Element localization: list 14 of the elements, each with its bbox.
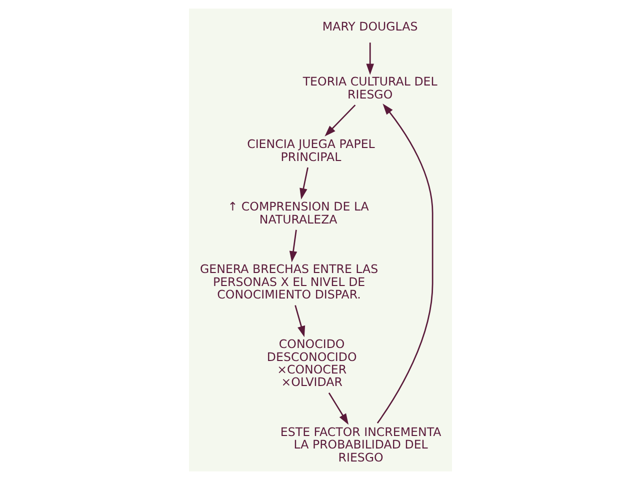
node-text: CIENCIA JUEGA PAPEL PRINCIPAL — [246, 137, 374, 164]
node-text: MARY DOUGLAS — [322, 19, 418, 34]
node-text: CONOCIDO DESCONOCIDO ×CONOCER ×OLVIDAR — [266, 337, 356, 390]
node-text: GENERA BRECHAS ENTRE LAS PERSONAS X EL NIVEL DE CONOCIMIENTO DISPAR. — [200, 262, 378, 302]
arrow — [299, 167, 308, 200]
arrow — [328, 392, 348, 425]
node-text: ↑ COMPRENSION DE LA NATURALEZA — [227, 200, 368, 226]
node-text: TEORIA CULTURAL DEL RIESGO — [302, 74, 437, 102]
arrow — [324, 104, 356, 136]
node-text: ESTE FACTOR INCREMENTA LA PROBABILIDAD DEL RIESGO — [280, 425, 441, 464]
arrow — [376, 104, 433, 424]
arrow — [366, 42, 374, 75]
arrow — [288, 230, 297, 262]
arrow — [294, 305, 305, 338]
